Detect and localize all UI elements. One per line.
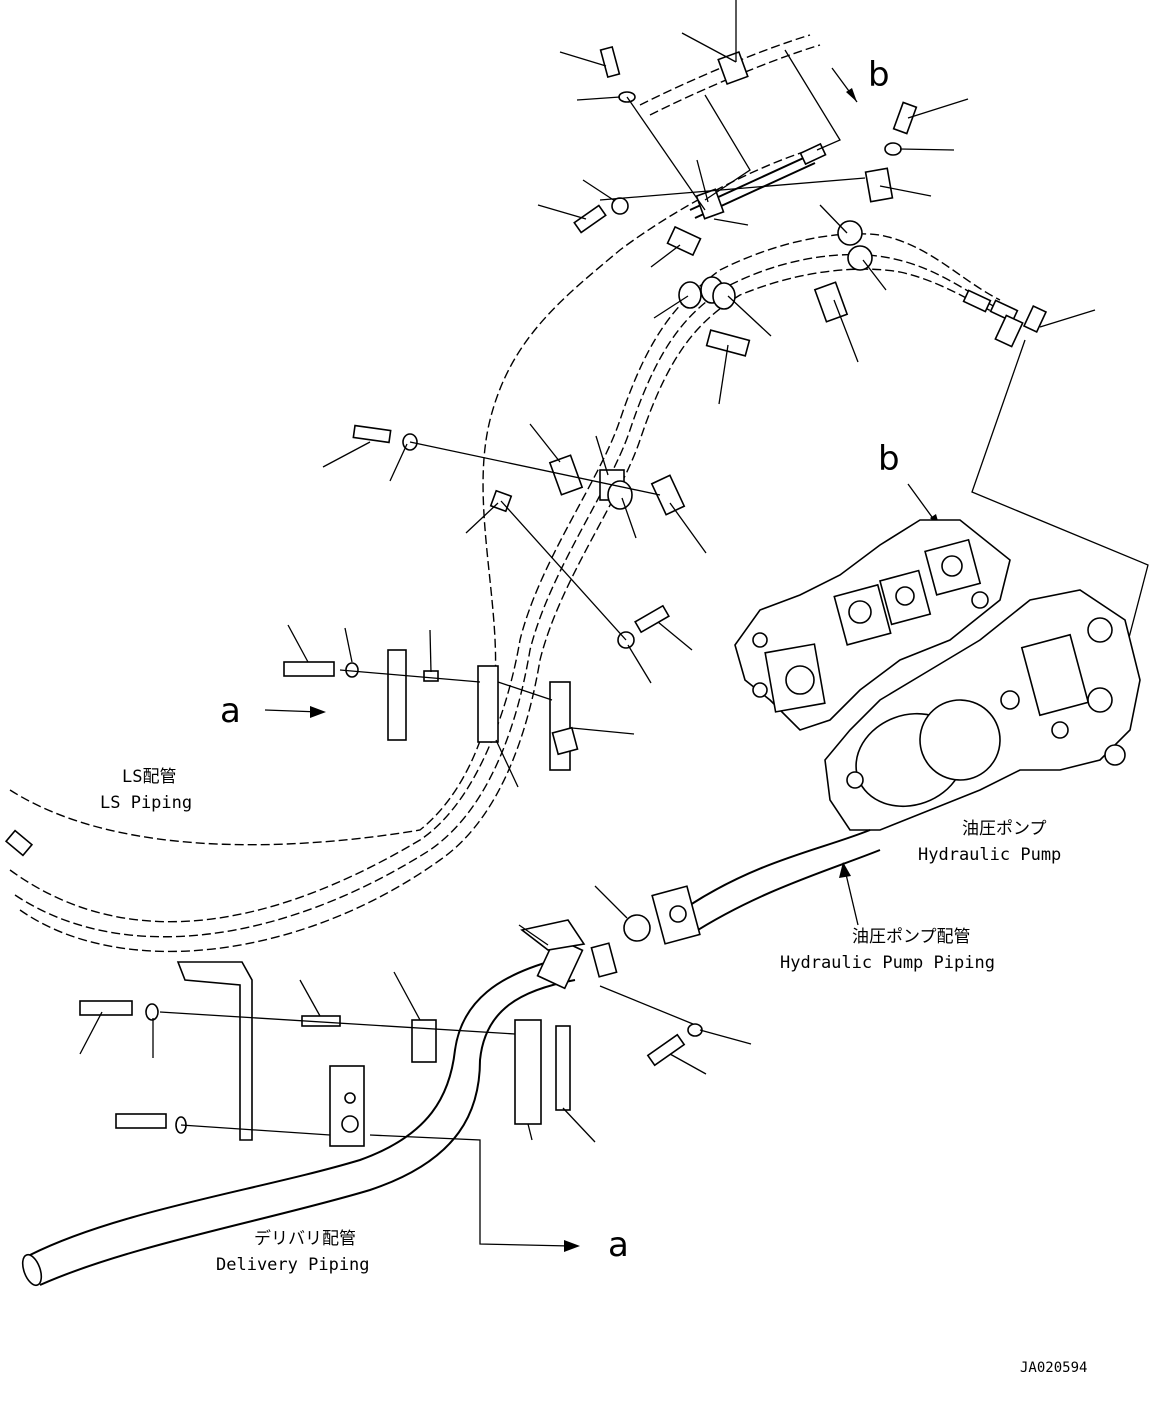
delivery-piping-label-en: Delivery Piping — [216, 1255, 370, 1275]
pump-piping-label-jp: 油圧ポンプ配管 — [852, 927, 971, 947]
ref-label-a-bottom: a — [608, 1225, 629, 1265]
delivery-piping-label-jp: デリバリ配管 — [254, 1228, 356, 1249]
ref-label-a-mid: a — [220, 691, 241, 731]
mid-clamp-assembly — [283, 649, 579, 771]
ref-label-b-pump: b — [878, 439, 900, 479]
pump-piping-label-en: Hydraulic Pump Piping — [780, 953, 995, 973]
pump-label-jp: 油圧ポンプ — [962, 819, 1047, 839]
pump-label-en: Hydraulic Pump — [918, 845, 1061, 865]
pump-piping — [594, 829, 881, 945]
ref-label-b-top: b — [868, 55, 890, 95]
delivery-piping — [21, 919, 618, 1287]
drawing-id: JA020594 — [1020, 1360, 1087, 1376]
upper-fasteners — [352, 45, 918, 649]
upper-clamps — [489, 50, 894, 516]
hydraulic-pump — [734, 519, 1141, 831]
ls-piping-label-en: LS Piping — [100, 793, 192, 813]
lower-bracket-assembly — [79, 924, 752, 1147]
upper-leaders — [287, 0, 1149, 788]
ls-piping-label-jp: LS配管 — [122, 767, 176, 787]
